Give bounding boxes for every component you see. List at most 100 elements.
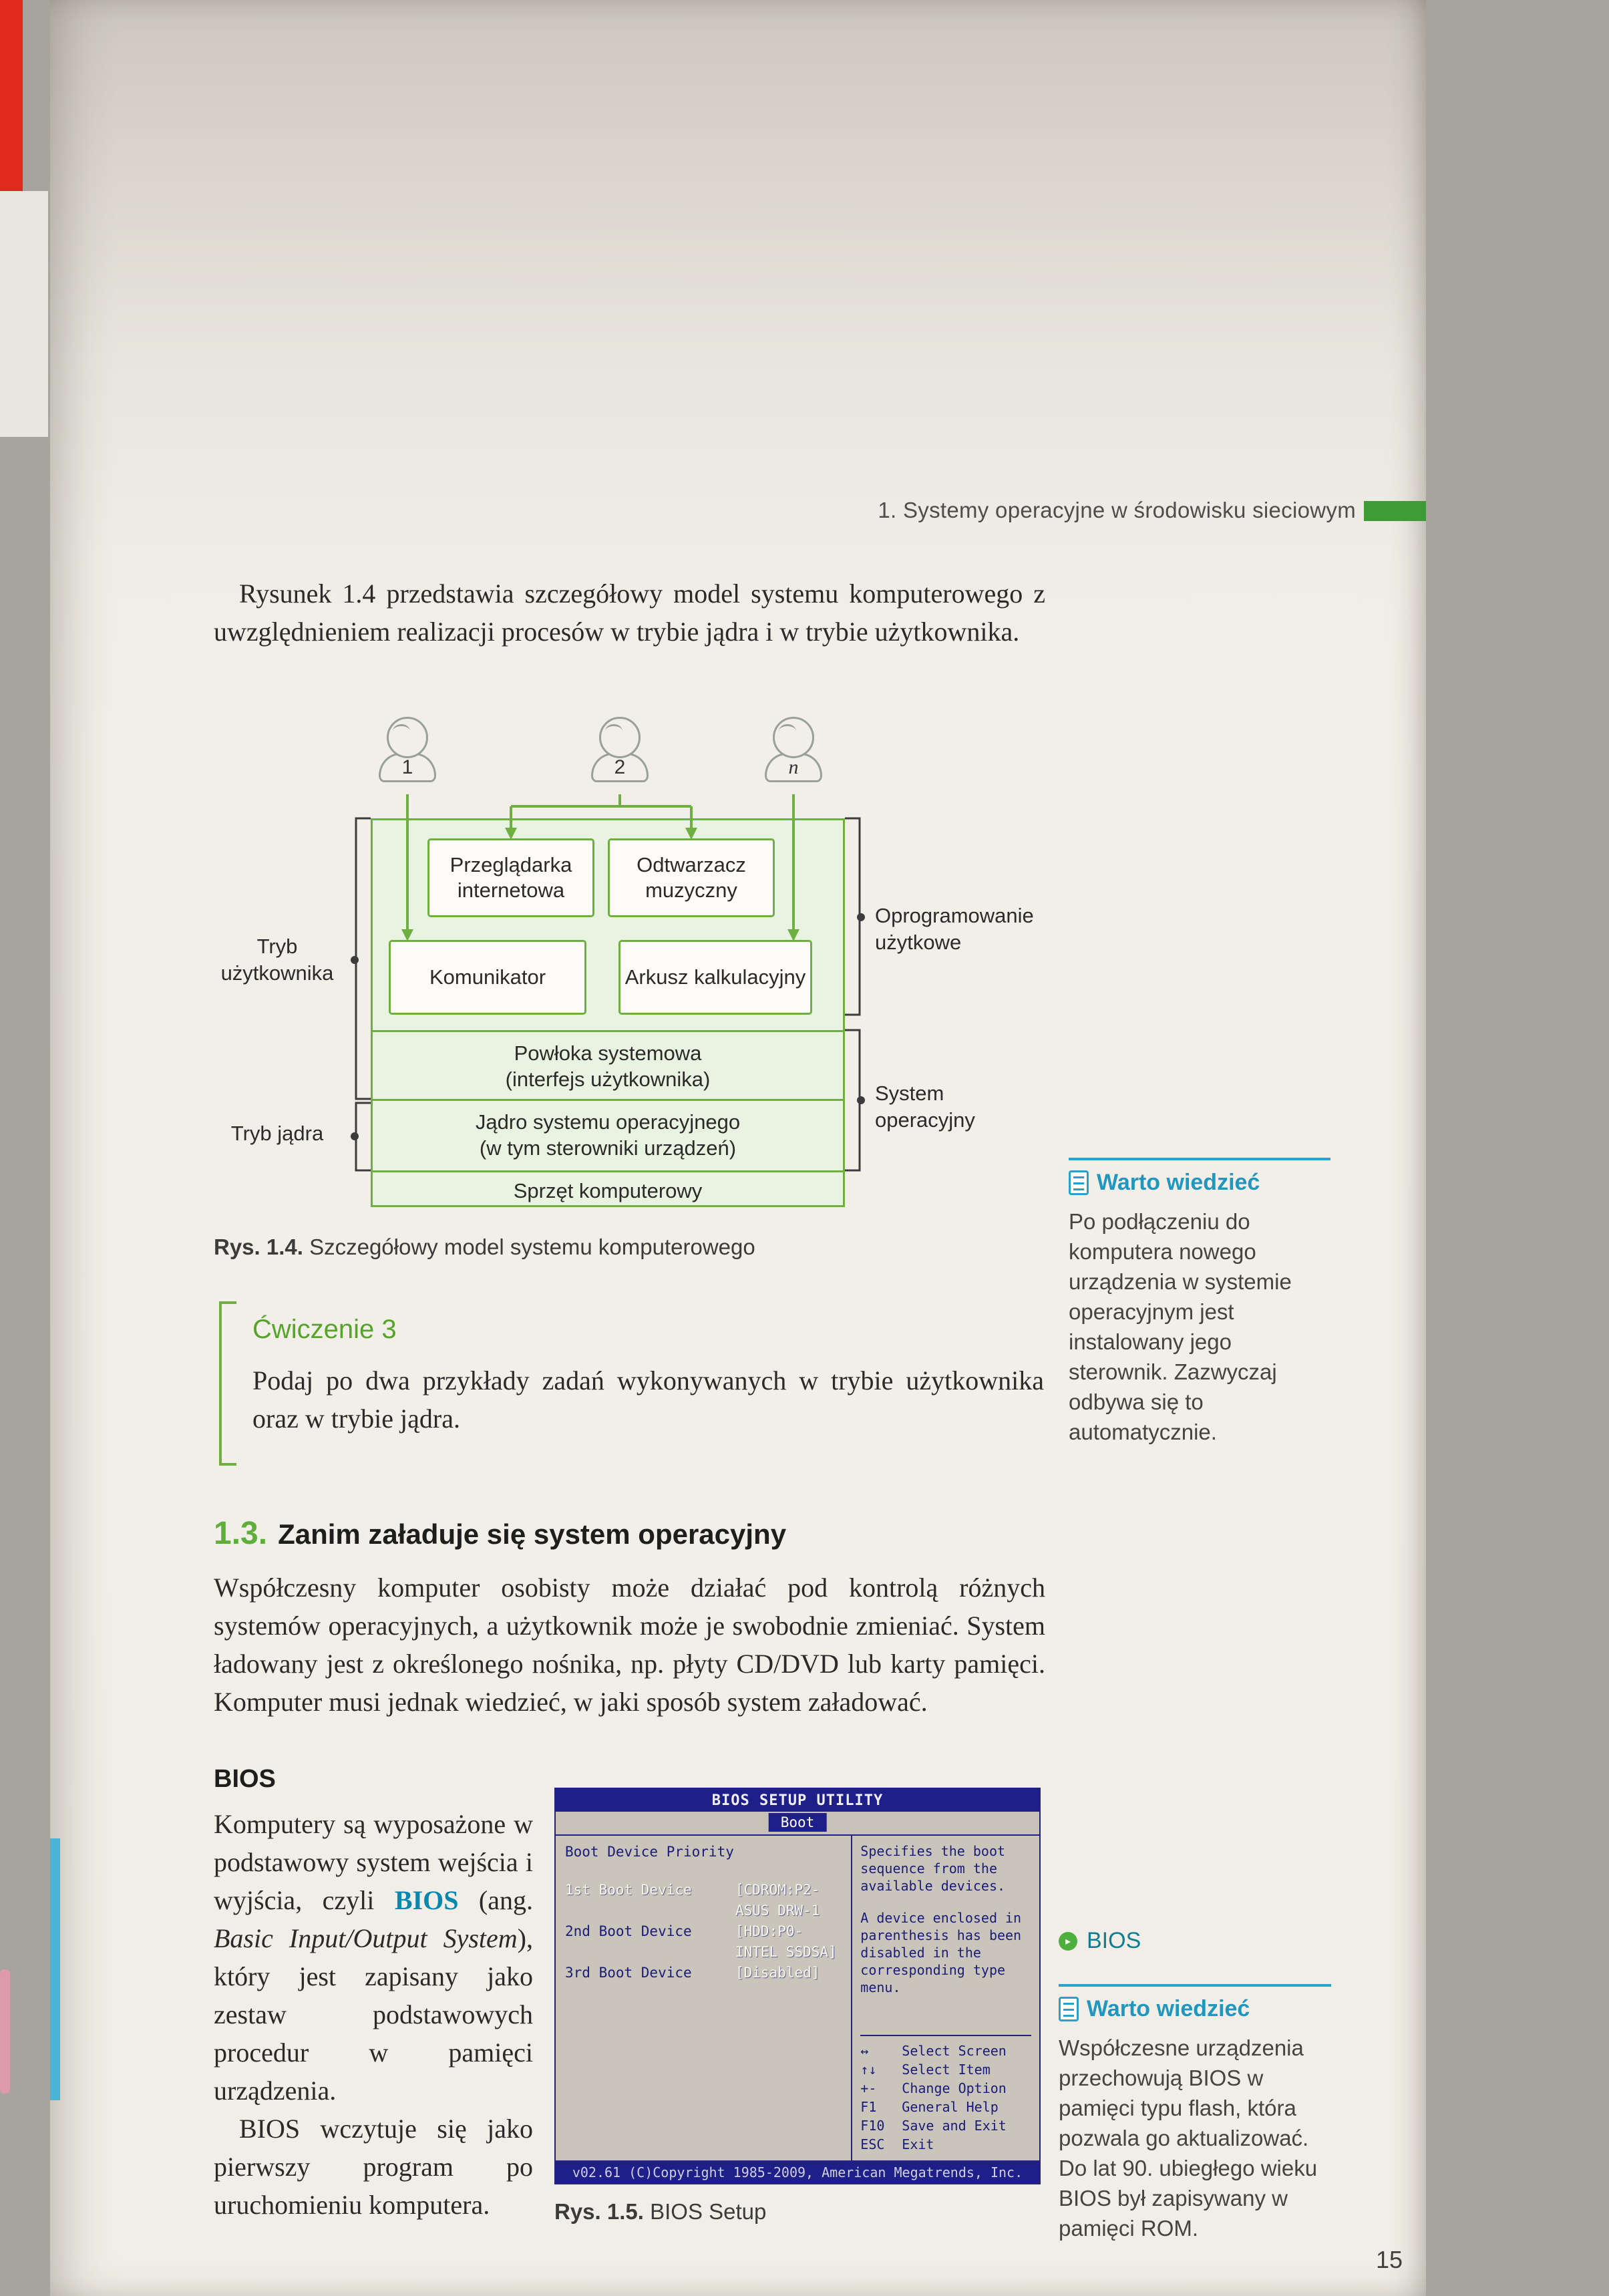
diagram-arrows-and-brackets [351, 794, 865, 1172]
bios-menu-bar: Boot [556, 1812, 1039, 1836]
margin-keyword-label: BIOS [1087, 1928, 1141, 1953]
boot-device-row: 3rd Boot Device [Disabled] [565, 1963, 842, 1983]
boot-device-label: 2nd Boot Device [565, 1923, 692, 1939]
app-label: Arkusz kalkulacyjny [624, 965, 806, 989]
key-action: Select Screen [902, 2043, 1007, 2059]
boot-device-value: [CDROM:P2-ASUS DRW-1 [735, 1882, 820, 1919]
key-glyph: F10 [860, 2118, 885, 2134]
caption-text: Szczegółowy model systemu komputerowego [309, 1235, 755, 1259]
bios-key-legend: ↔ Select Screen ↑↓ Select Item +- Change Op… [860, 2035, 1031, 2154]
know-box-driver: Warto wiedzieć Po podłączeniu do kompute… [1069, 1158, 1330, 1447]
hardware-label: Sprzęt komputerowy [513, 1179, 703, 1202]
app-box-messenger: Komunikator [389, 940, 586, 1015]
label-line: Oprogramowanie [875, 904, 1034, 927]
app-label: Przeglądarka internetowa [450, 853, 572, 902]
latin-term: Basic Input/Output System [214, 1923, 518, 1953]
kernel-label-line1: Jądro systemu operacyjnego [475, 1110, 741, 1134]
bios-left-panel: Boot Device Priority 1st Boot Device [CD… [556, 1836, 853, 2160]
running-header: 1. Systemy operacyjne w środowisku sieci… [878, 498, 1356, 522]
bios-help-text: Specifies the boot sequence from the ava… [860, 1843, 1006, 1894]
know-box-title-row: Warto wiedzieć [1069, 1170, 1330, 1196]
user-number: 1 [401, 756, 413, 778]
bios-paragraph-2: BIOS wczytuje się jako pierwszy program … [214, 2114, 533, 2220]
keyword-bullet-icon: ▸ [1059, 1931, 1077, 1951]
key-glyph: ↑↓ [860, 2062, 877, 2078]
app-label: Odtwarzacz muzyczny [637, 853, 746, 902]
scan-artifact-red-strip [0, 0, 23, 191]
bios-right-panel: Specifies the boot sequence from the ava… [852, 1836, 1039, 2160]
page-number: 15 [1375, 2246, 1403, 2273]
text-run: (ang. [458, 1885, 534, 1915]
bios-paragraph-1: Komputery są wyposażone w podstawowy sys… [214, 1805, 533, 2110]
label-line: Tryb [256, 935, 298, 958]
text-run: ), który jest zapisany jako zestaw podst… [214, 1923, 533, 2106]
app-box-browser: Przeglądarka internetowa [427, 838, 594, 917]
exercise-text: Podaj po dwa przykłady zadań wykonywanyc… [252, 1365, 1044, 1434]
bios-body: Boot Device Priority 1st Boot Device [CD… [556, 1836, 1039, 2160]
know-box-bios-flash: Warto wiedzieć Współczesne urządzenia pr… [1059, 1984, 1331, 2243]
section-heading: 1.3.Zanim załaduje się system operacyjny [214, 1515, 786, 1552]
label-kernel-mode: Tryb jądra [217, 1120, 337, 1147]
app-box-player: Odtwarzacz muzyczny [608, 838, 775, 917]
key-glyph: +- [860, 2080, 877, 2096]
label-user-mode: Tryb użytkownika [217, 933, 337, 987]
know-box-text: Współczesne urządzenia przechowują BIOS … [1059, 2035, 1318, 2241]
boot-device-value: [Disabled] [735, 1965, 820, 1981]
key-action: Select Item [902, 2062, 991, 2078]
scan-artifact-cyan-strip [50, 1838, 60, 2100]
bios-term: BIOS [394, 1885, 459, 1915]
scan-artifact-page-edge [0, 191, 48, 437]
key-glyph: ↔ [860, 2043, 869, 2059]
boot-priority-title: Boot Device Priority [565, 1844, 734, 1860]
user-number: n [788, 756, 799, 778]
margin-keyword-bios: ▸ BIOS [1059, 1928, 1141, 1954]
note-document-icon [1069, 1170, 1089, 1195]
boot-device-row: 2nd Boot Device [HDD:P0-INTEL SSDSA] [565, 1921, 842, 1963]
caption-text: BIOS Setup [650, 2199, 767, 2224]
figure-1-4-diagram: Powłoka systemowa (interfejs użytkownika… [214, 705, 1049, 1239]
label-line: Tryb jądra [230, 1122, 324, 1145]
bios-help-area: Specifies the boot sequence from the ava… [860, 1842, 1031, 2035]
label-user-software: Oprogramowanie użytkowe [875, 903, 1055, 956]
scan-artifact-pink-blob [0, 1969, 10, 2094]
bios-footer-bar: v02.61 (C)Copyright 1985-2009, American … [556, 2160, 1039, 2183]
bios-title-bar: BIOS SETUP UTILITY [556, 1789, 1039, 1812]
text-run: Komputery są wyposażone w podstawowy sys… [214, 1809, 533, 1915]
label-line: operacyjny [875, 1108, 975, 1132]
boot-device-label: 3rd Boot Device [565, 1965, 692, 1981]
user-number: 2 [614, 756, 626, 778]
key-row: F10 Save and Exit [860, 2116, 1031, 2135]
bios-help-text: A device enclosed in parenthesis has bee… [860, 1910, 1022, 1995]
shell-label-line2: (interfejs użytkownika) [505, 1068, 711, 1091]
boot-device-value: [HDD:P0-INTEL SSDSA] [735, 1923, 837, 1960]
section-paragraph: Współczesny komputer osobisty może dział… [214, 1573, 1045, 1717]
caption-label: Rys. 1.4. [214, 1235, 303, 1259]
figure-1-4-caption: Rys. 1.4. Szczegółowy model systemu komp… [214, 1235, 755, 1260]
key-action: Change Option [902, 2080, 1007, 2096]
know-box-title: Warto wiedzieć [1097, 1170, 1260, 1195]
note-document-icon [1059, 1997, 1079, 2021]
key-row: ↔ Select Screen [860, 2041, 1031, 2060]
key-glyph: ESC [860, 2136, 885, 2152]
user-icon [387, 717, 428, 758]
shell-label-line1: Powłoka systemowa [514, 1041, 702, 1065]
boot-device-label: 1st Boot Device [565, 1882, 692, 1898]
label-line: użytkownika [220, 961, 334, 985]
boot-device-row: 1st Boot Device [CDROM:P2-ASUS DRW-1 [565, 1880, 842, 1921]
label-line: użytkowe [875, 931, 962, 954]
label-line: System [875, 1082, 944, 1105]
user-n: n [763, 717, 824, 782]
label-operating-system: System operacyjny [875, 1080, 1055, 1134]
diagram-kernel-band: Jądro systemu operacyjnego (w tym sterow… [371, 1099, 845, 1170]
key-action: Save and Exit [902, 2118, 1007, 2134]
chapter-color-marker [1364, 501, 1426, 521]
bios-paragraphs: Komputery są wyposażone w podstawowy sys… [214, 1805, 533, 2224]
know-box-text: Po podłączeniu do komputera nowego urząd… [1069, 1209, 1292, 1444]
bios-subheading: BIOS [214, 1765, 276, 1793]
know-box-title-row: Warto wiedzieć [1059, 1996, 1331, 2022]
exercise-bracket [219, 1301, 236, 1466]
app-label: Komunikator [429, 965, 546, 989]
